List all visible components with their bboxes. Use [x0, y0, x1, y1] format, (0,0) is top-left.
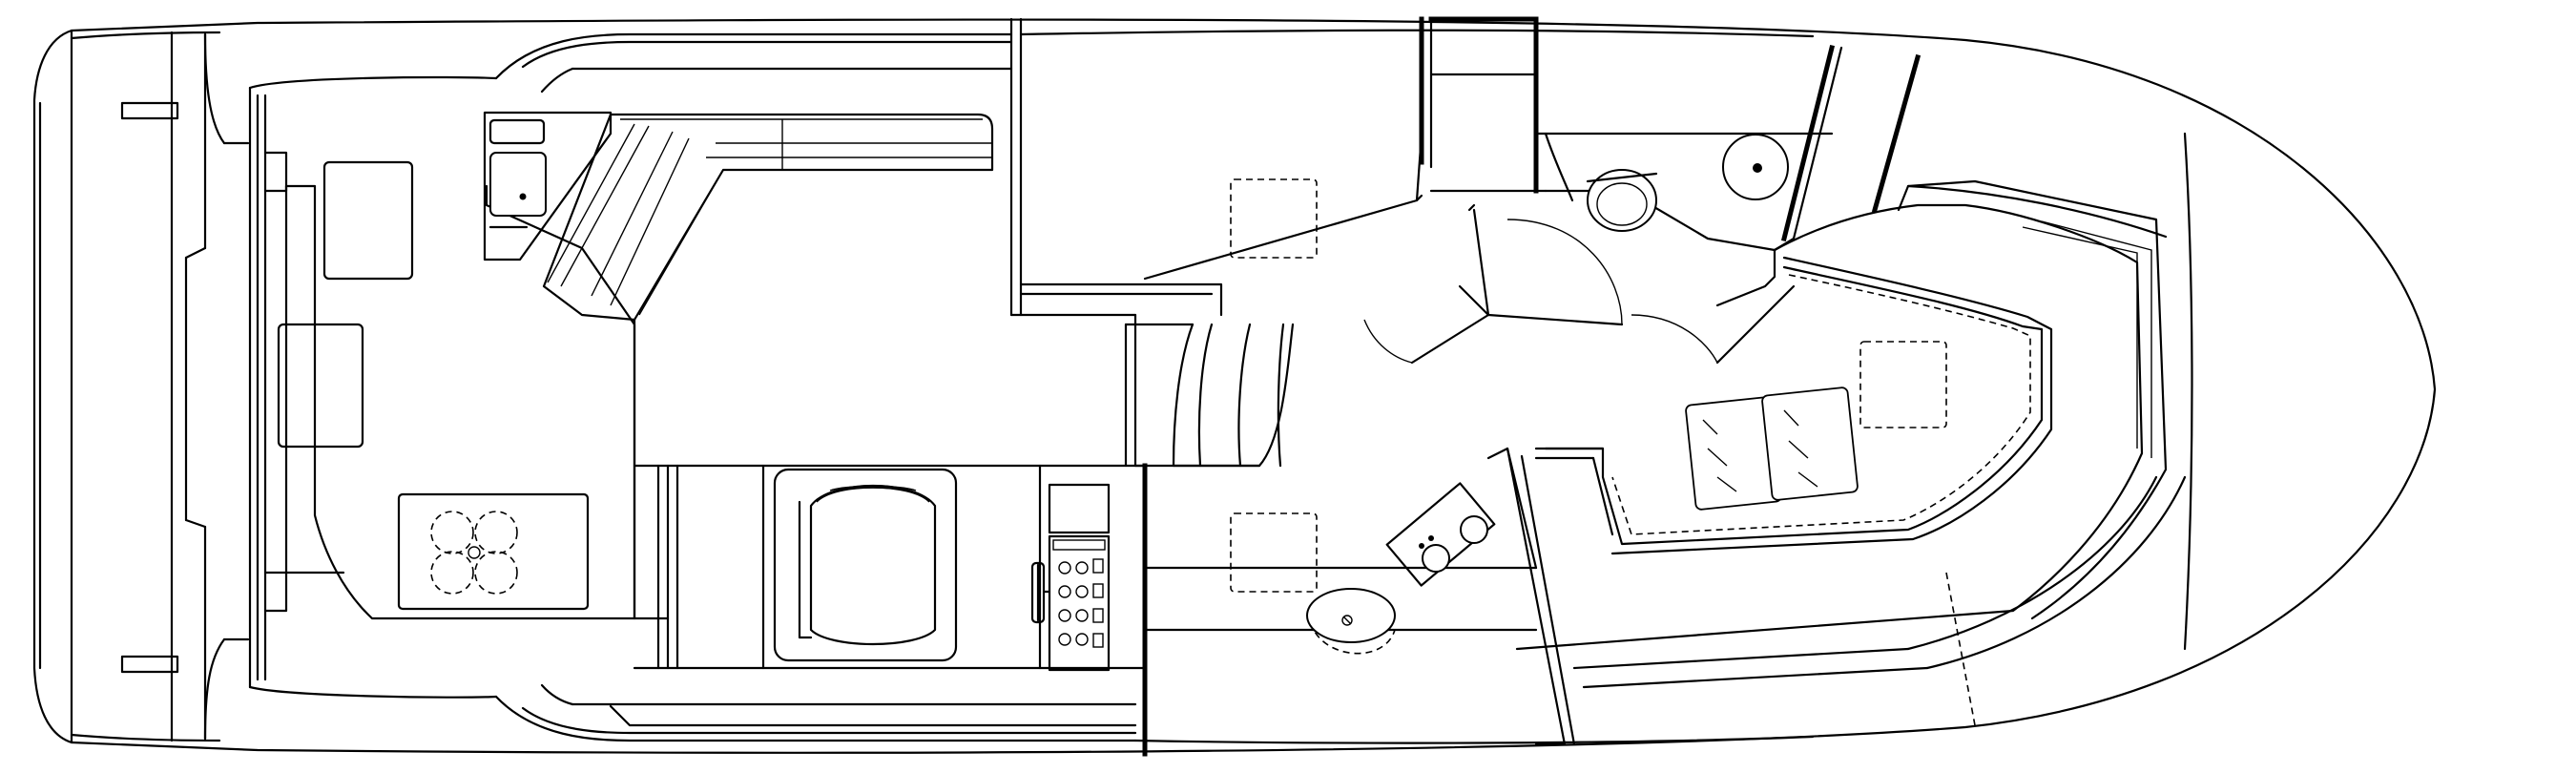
side-decks: [1019, 29, 2187, 746]
head-compartment: [1586, 44, 1922, 242]
forward-berth: [1515, 132, 2193, 726]
instrument-panel: [1058, 558, 1104, 648]
cooler-hatch: [430, 511, 518, 595]
helm-station: [633, 464, 1147, 672]
galley: [1306, 447, 1576, 746]
cockpit: [248, 32, 1137, 742]
stove: [1385, 482, 1496, 587]
cabin-doors: [1363, 203, 1796, 365]
swim-platform: [120, 31, 250, 742]
bulkheads: [1009, 16, 1834, 757]
deck-hatches: [1230, 178, 1947, 593]
galley-sink: [1306, 588, 1396, 655]
hull-outline: [32, 18, 2437, 754]
